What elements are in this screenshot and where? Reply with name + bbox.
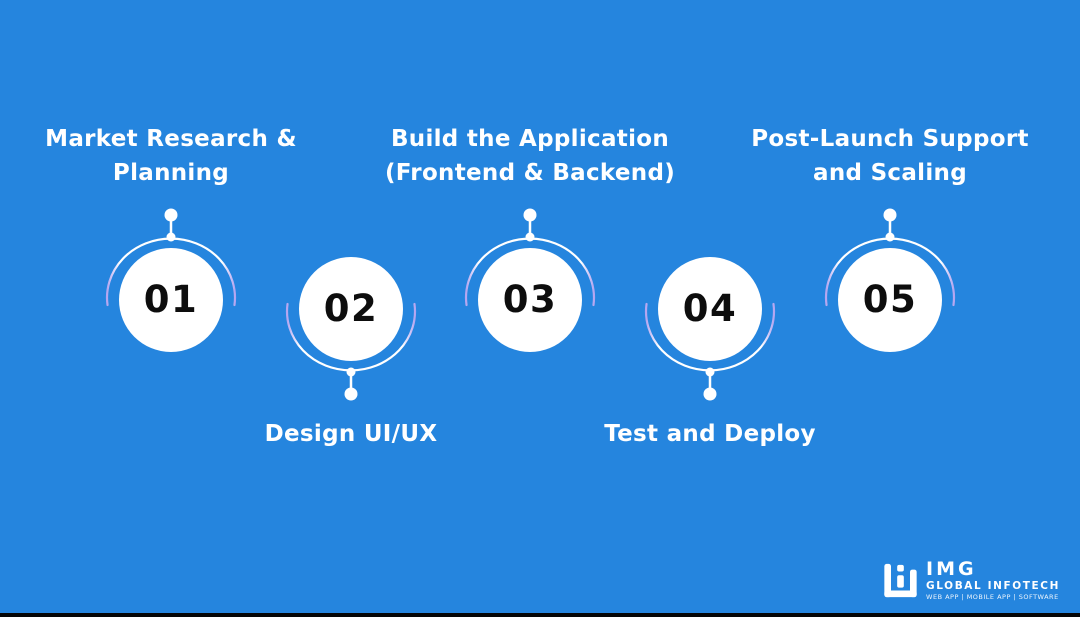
stem-joint-dot-icon [705,367,715,377]
step-circle [478,248,582,352]
step-05: Post-Launch Support and Scaling 05 [740,0,1040,617]
step-number: 05 [862,278,918,321]
logo-subtitle: GLOBAL INFOTECH [926,580,1060,592]
stem-dot-icon [703,387,717,401]
stem-joint-dot-icon [166,232,176,242]
stem-dot-icon [164,208,178,222]
logo-name: IMG [926,558,977,580]
stem-joint-dot-icon [346,367,356,377]
arc-connector-icon [644,257,776,401]
logo: IMG GLOBAL INFOTECH WEB APP | MOBILE APP… [883,560,1060,602]
arc-connector-icon [105,208,237,352]
step-title: Test and Deploy [604,421,816,447]
step-circle [658,257,762,361]
step-title: Build the Application (Frontend & Backen… [384,126,676,186]
step-circle [119,248,223,352]
step-number: 01 [143,278,199,321]
arc-connector-icon [464,208,596,352]
step-04: 04 Test and Deploy [560,0,860,617]
stem-dot-icon [523,208,537,222]
step-title: Post-Launch Support and Scaling [751,126,1029,186]
logo-mark-icon [884,563,917,598]
stem-joint-dot-icon [525,232,535,242]
bottom-border [0,613,1080,617]
stem-dot-icon [344,387,358,401]
step-02: 02 Design UI/UX [201,0,501,617]
step-01: Market Research & Planning 01 [21,0,321,617]
step-number: 02 [323,287,379,330]
step-number: 04 [682,287,738,330]
logo-text: IMG GLOBAL INFOTECH WEB APP | MOBILE APP… [926,560,1060,602]
stem-joint-dot-icon [885,232,895,242]
step-number: 03 [502,278,558,321]
arc-connector-icon [824,208,956,352]
step-title: Market Research & Planning [45,126,297,186]
step-title: Design UI/UX [264,421,438,447]
step-circle [838,248,942,352]
step-circle [299,257,403,361]
step-03: Build the Application (Frontend & Backen… [380,0,680,617]
stem-dot-icon [883,208,897,222]
arc-connector-icon [285,257,417,401]
logo-tagline: WEB APP | MOBILE APP | SOFTWARE [926,593,1059,601]
